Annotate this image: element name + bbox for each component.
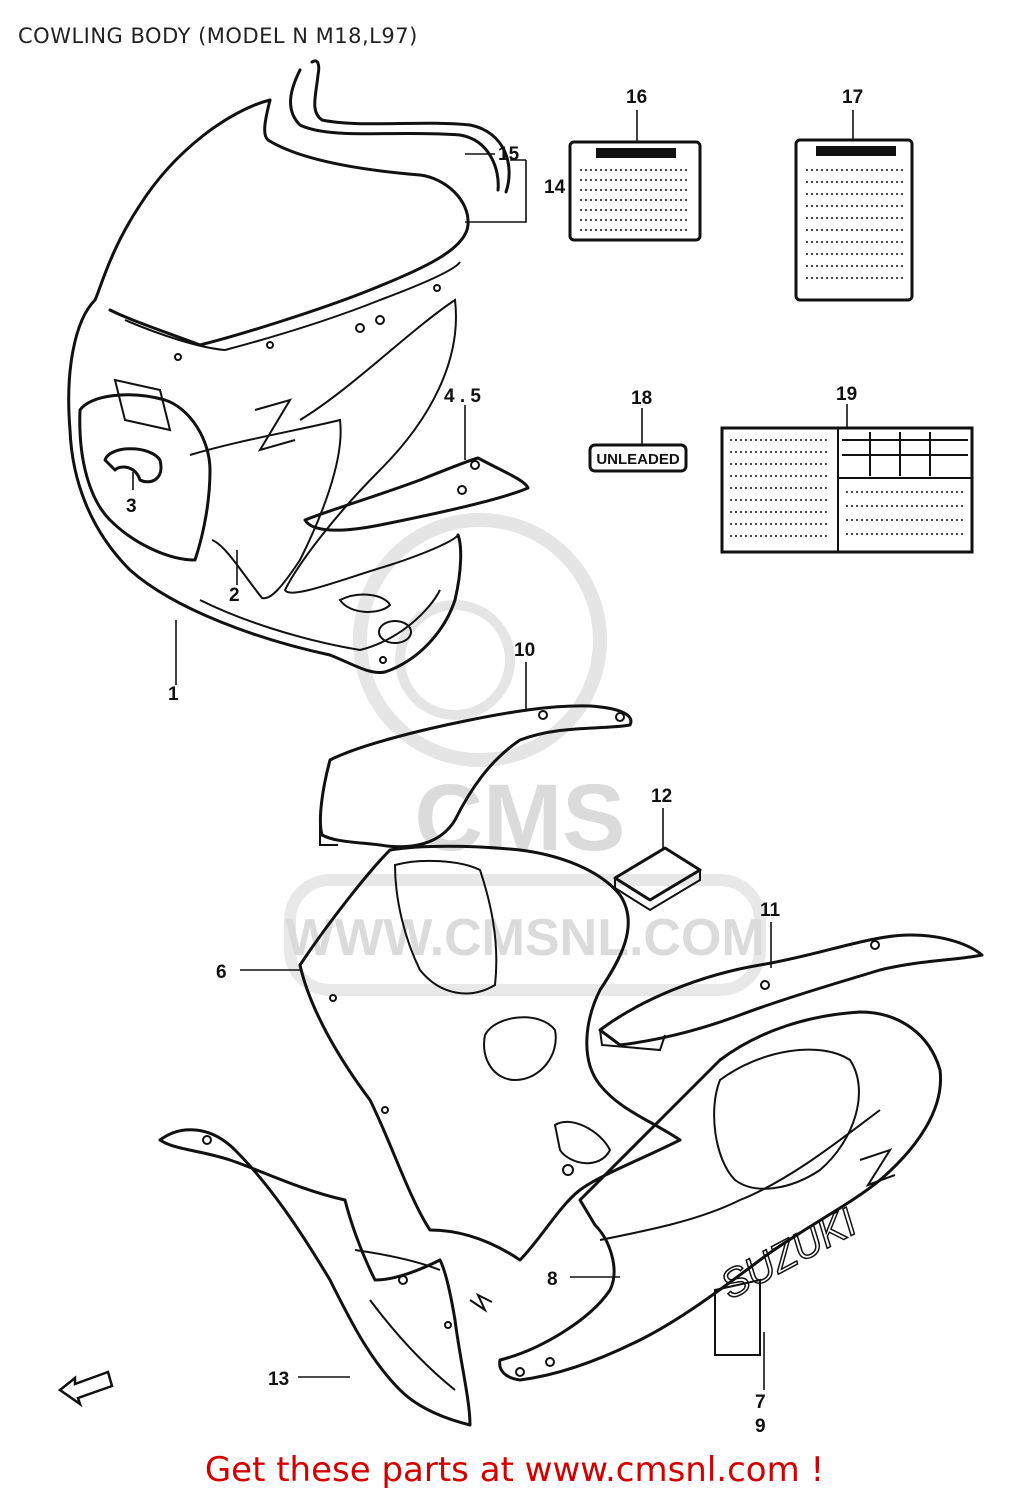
strip-tab — [599, 1029, 666, 1052]
callout-1: 1 — [168, 684, 179, 705]
bolt-hole — [379, 656, 387, 664]
bolt-hole — [457, 485, 467, 495]
windscreen-trim — [289, 68, 500, 192]
lower-cowling-stripe — [599, 1109, 881, 1241]
bolt-hole — [202, 1135, 212, 1145]
bolt-hole — [615, 712, 625, 722]
side-cowling-part-6 — [298, 844, 682, 1262]
bracket-part-4-5 — [303, 456, 530, 532]
headlight-opening — [78, 393, 212, 562]
bolt-hole — [470, 460, 480, 470]
bolt-hole — [398, 1275, 408, 1285]
cowling-lower-edge — [199, 589, 441, 652]
bolt-hole — [355, 323, 365, 333]
windscreen-outline — [108, 98, 470, 347]
callout-6: 6 — [216, 962, 227, 983]
callout-4-5: 4 . 5 — [444, 386, 481, 407]
callout-15: 15 — [498, 144, 520, 165]
bolt-hole — [760, 980, 770, 990]
callout-11: 11 — [760, 900, 781, 921]
callout-10: 10 — [514, 640, 535, 661]
unleaded-label-text: UNLEADED — [596, 451, 680, 468]
bolt-hole — [545, 1357, 555, 1367]
windscreen-edge — [124, 261, 461, 352]
lower-panel-part-13 — [158, 1128, 472, 1427]
upper-cowling-outline — [67, 98, 463, 675]
warning-label-17 — [794, 138, 914, 302]
gasket-part-3 — [103, 447, 163, 484]
fastener-clip — [469, 1292, 493, 1313]
bolt-hole — [562, 1164, 574, 1176]
unleaded-label-18: UNLEADED — [588, 443, 688, 473]
info-label-19 — [720, 426, 974, 554]
page-title: COWLING BODY (MODEL N M18,L97) — [18, 24, 418, 48]
bolt-hole — [174, 353, 182, 361]
bolt-hole — [538, 710, 548, 720]
cowling-duct — [338, 593, 392, 613]
callout-9: 9 — [755, 1416, 766, 1437]
cms-watermark: CMS WWW.CMSNL.COM — [284, 513, 766, 996]
bolt-hole — [375, 315, 385, 325]
callout-13: 13 — [268, 1369, 289, 1390]
watermark-url: WWW.CMSNL.COM — [285, 909, 764, 967]
lower-cowling-window — [713, 1048, 860, 1190]
decal-piece — [714, 1278, 761, 1356]
inner-panel-part-10 — [318, 704, 633, 849]
warning-label-16 — [568, 140, 702, 242]
callout-8: 8 — [547, 1269, 558, 1290]
callout-3: 3 — [126, 496, 137, 517]
callout-2: 2 — [229, 585, 240, 606]
front-arrow-icon — [57, 1370, 114, 1408]
lower-cowling-part-8 — [498, 1010, 943, 1382]
bolt-hole — [329, 994, 337, 1002]
watermark-brand: CMS — [414, 765, 625, 871]
cowling-vent-hole — [378, 620, 412, 644]
callout-14: 14 — [544, 177, 566, 198]
mirror-mount-cutout — [113, 378, 172, 432]
suzuki-decal: SUZUKI — [714, 1200, 864, 1308]
bolt-hole — [266, 341, 274, 349]
side-cowling-opening — [393, 859, 498, 995]
bolt-hole — [433, 284, 441, 292]
callout-12: 12 — [651, 786, 672, 807]
bolt-hole — [381, 1106, 389, 1114]
callout-19: 19 — [836, 384, 857, 405]
side-cowling-slot — [553, 1120, 612, 1165]
lower-panel-inner — [354, 1249, 456, 1391]
pad-edge — [614, 870, 701, 912]
callout-17: 17 — [842, 87, 863, 108]
callout-18: 18 — [631, 388, 652, 409]
bolt-hole — [515, 1367, 525, 1377]
parts-link-banner[interactable]: Get these parts at www.cmsnl.com ! — [204, 1450, 825, 1490]
callout-16: 16 — [626, 87, 647, 108]
bolt-hole — [444, 1321, 452, 1329]
callout-7: 7 — [755, 1392, 766, 1413]
inner-strip-part-11 — [598, 933, 984, 1047]
leader-14 — [465, 159, 527, 223]
side-cowling-vent — [483, 1016, 557, 1082]
bolt-hole — [870, 940, 880, 950]
windscreen-trim-inner — [310, 59, 511, 194]
bracket-tab — [319, 825, 338, 846]
cowling-inner-panel — [189, 418, 342, 600]
cowling-side-panel — [283, 298, 459, 594]
lower-cowling-z-mark — [859, 1148, 896, 1187]
cowling-z-mark — [254, 398, 296, 452]
